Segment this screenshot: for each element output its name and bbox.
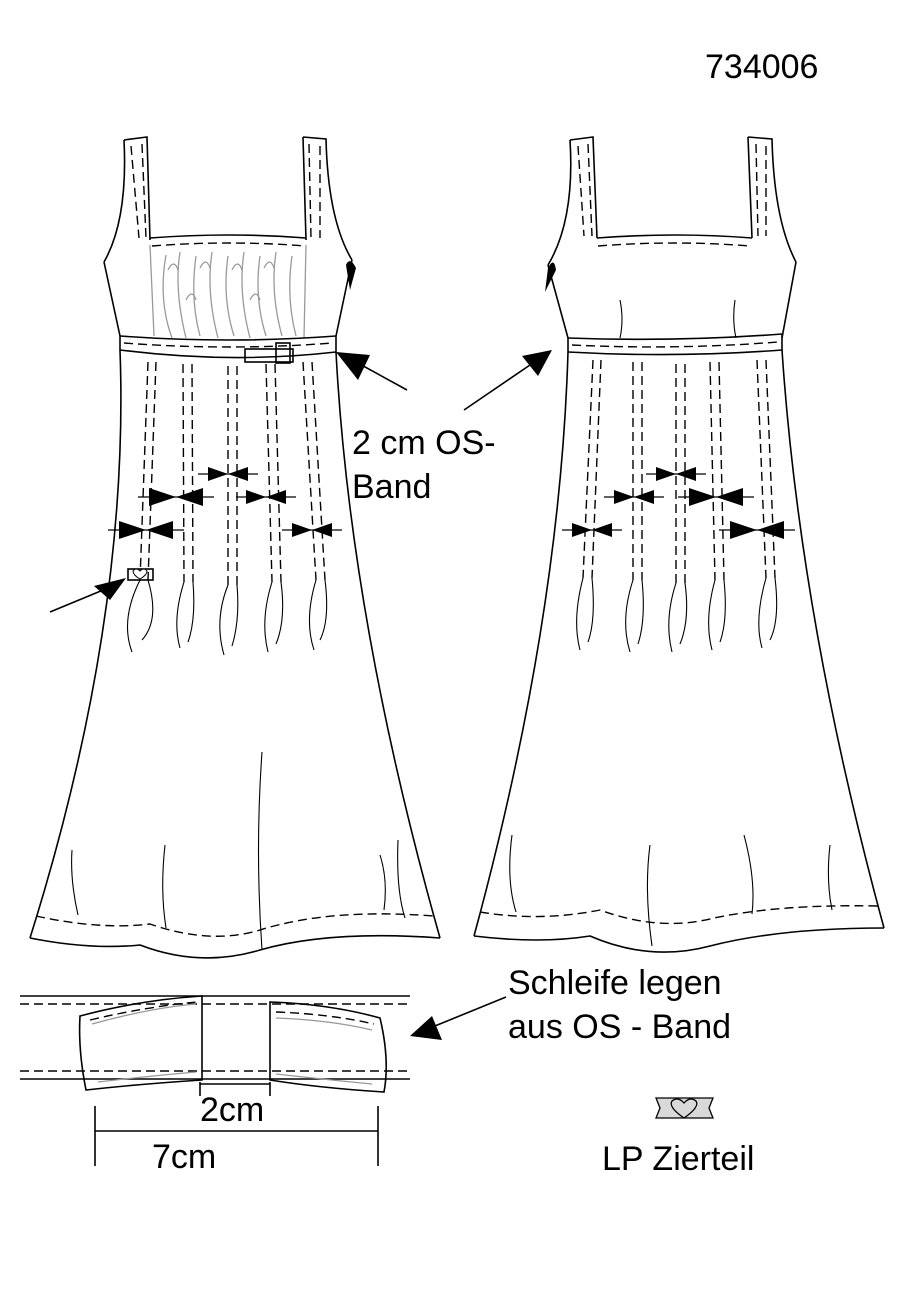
band-label-line2: Band xyxy=(352,468,431,506)
bow-detail xyxy=(20,995,410,1166)
dimension-inner-label: 2cm xyxy=(200,1091,264,1129)
arrow-icon xyxy=(49,261,556,1040)
bow-label-line1: Schleife legen xyxy=(508,964,722,1002)
back-view-dress xyxy=(473,136,885,953)
ornament-label: LP Zierteil xyxy=(602,1140,754,1178)
front-view-dress xyxy=(29,136,441,959)
dimension-outer-label: 7cm xyxy=(152,1138,216,1176)
style-number: 734006 xyxy=(705,48,818,86)
band-label-line1: 2 cm OS- xyxy=(352,424,496,462)
heart-clasp-icon xyxy=(655,1097,714,1119)
bow-label-line2: aus OS - Band xyxy=(508,1008,731,1046)
